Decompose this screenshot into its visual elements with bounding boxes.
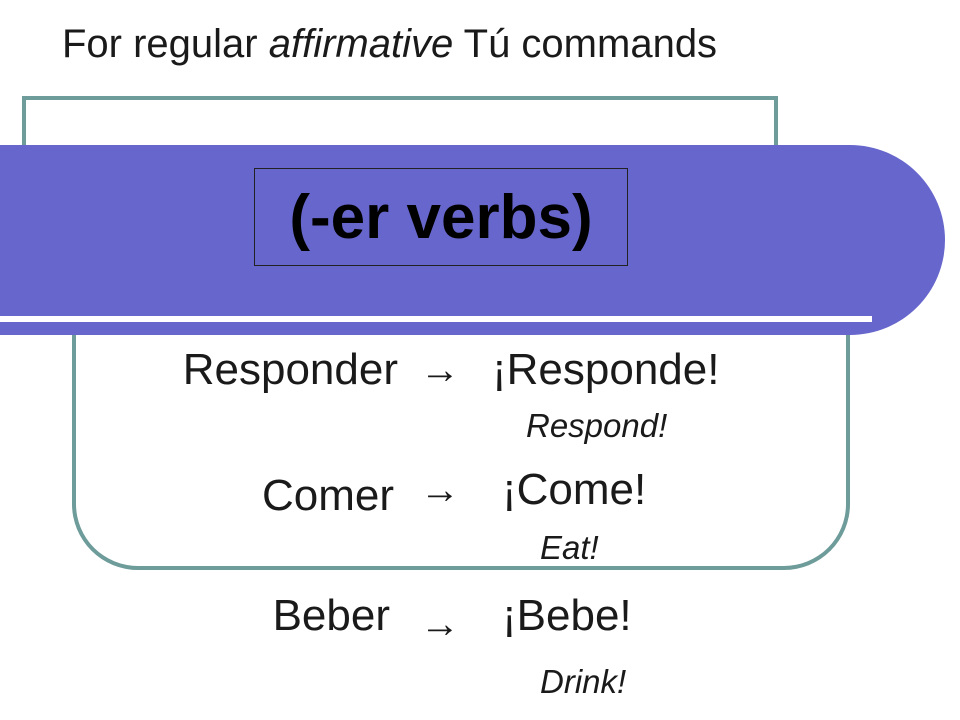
slide-title: For regular affirmative Tú commands — [62, 14, 717, 74]
title-suffix: Tú commands — [453, 22, 718, 66]
arrow-icon: → — [420, 468, 460, 512]
command-form: ¡Responde! — [492, 345, 720, 394]
infinitive-verb: Comer — [261, 471, 394, 520]
top-frame-outline — [22, 96, 778, 150]
title-emphasis: affirmative — [268, 22, 454, 66]
infinitive-verb: Beber — [272, 591, 390, 640]
banner-stripe — [0, 316, 872, 322]
command-form: ¡Bebe! — [502, 591, 632, 640]
translation: Eat! — [540, 529, 599, 566]
section-heading: (-er verbs) — [254, 168, 628, 266]
translation: Respond! — [526, 407, 668, 444]
infinitive-verb: Responder — [182, 345, 398, 394]
arrow-icon: → — [420, 348, 460, 392]
heading-banner — [0, 145, 945, 335]
command-form: ¡Come! — [502, 465, 647, 514]
title-prefix: For regular — [62, 22, 269, 66]
arrow-icon: → — [420, 602, 460, 646]
translation: Drink! — [540, 663, 627, 700]
